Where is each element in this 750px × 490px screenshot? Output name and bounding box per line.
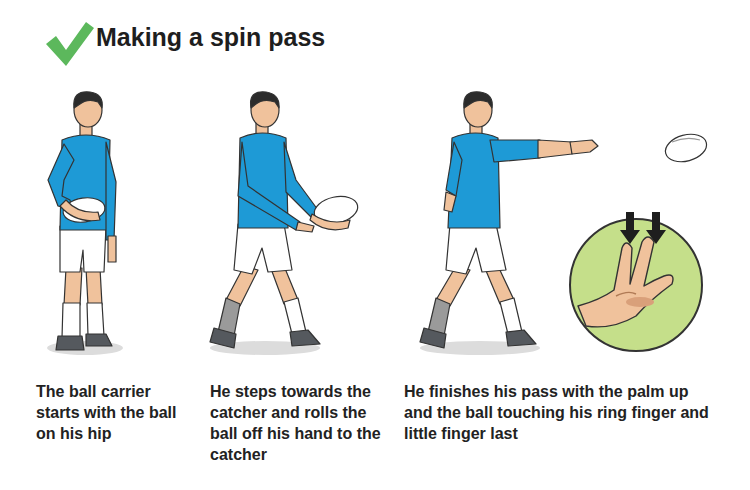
step-caption: The ball carrier starts with the ball on… [36,381,186,444]
player-follow-through [420,92,710,355]
step-caption: He finishes his pass with the palm up an… [404,381,709,444]
player-stepping [210,92,360,355]
hand-inset [570,212,702,351]
player-standing [47,92,123,355]
step-caption: He steps towards the catcher and rolls t… [210,381,390,465]
title: Making a spin pass [96,22,325,52]
check-mark [46,22,94,66]
